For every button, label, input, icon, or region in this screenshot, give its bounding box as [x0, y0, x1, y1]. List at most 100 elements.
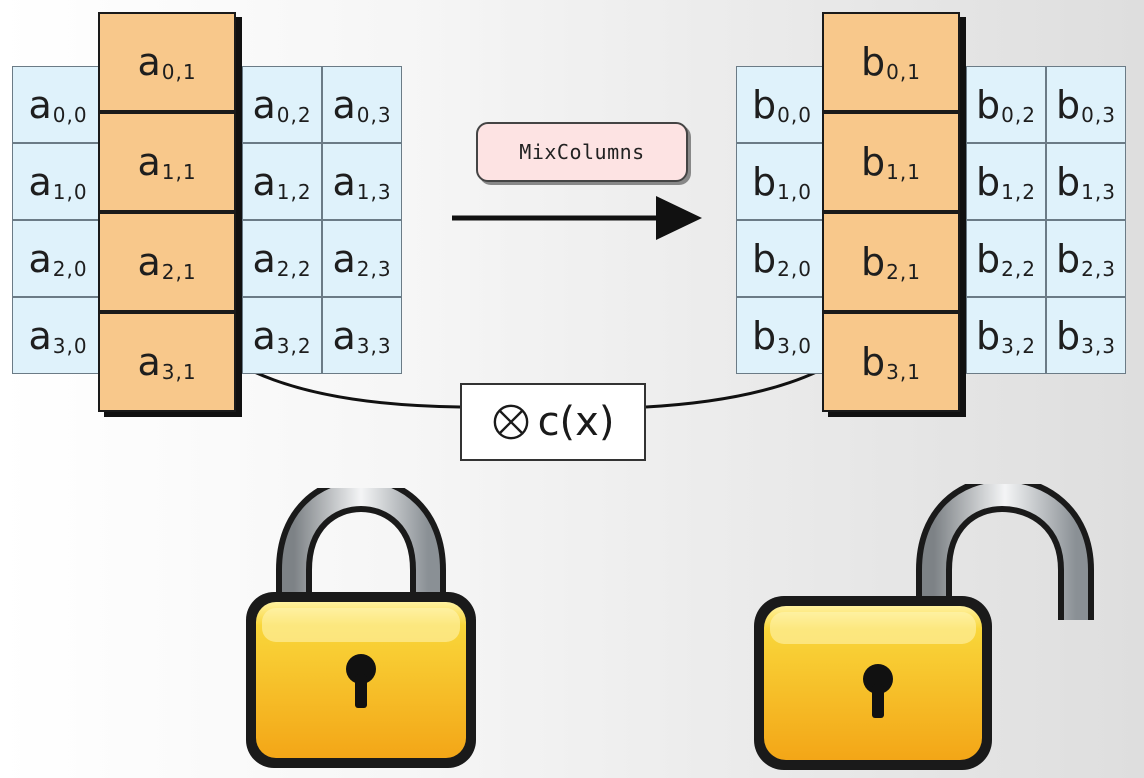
cell-subscript: 2,2 — [276, 256, 312, 281]
cell-subscript: 0,2 — [1001, 102, 1036, 127]
cell-base: a — [28, 236, 52, 281]
cell-subscript: 1,2 — [1001, 179, 1036, 204]
cell-subscript: 1,0 — [777, 179, 812, 204]
cell-base: a — [137, 40, 161, 84]
cell-subscript: 3,3 — [356, 333, 392, 358]
cell-subscript: 1,1 — [886, 160, 921, 184]
mixcolumns-label: MixColumns — [476, 122, 688, 182]
cell-base: b — [976, 82, 1001, 127]
cell-base: a — [332, 313, 356, 358]
cell-subscript: 0,2 — [276, 102, 312, 127]
cell-subscript: 2,0 — [777, 256, 812, 281]
cell-base: a — [332, 82, 356, 127]
cell-base: b — [1056, 236, 1081, 281]
cell-base: b — [861, 140, 886, 184]
cell-subscript: 0,3 — [1081, 102, 1116, 127]
cell-subscript: 2,3 — [356, 256, 392, 281]
cell-base: b — [752, 313, 777, 358]
cell-base: b — [1056, 159, 1081, 204]
polynomial-multiplier-box: c(x) — [460, 383, 646, 461]
cell-base: a — [332, 236, 356, 281]
cell-base: a — [252, 313, 276, 358]
circled-times-icon — [493, 404, 528, 440]
cell-base: a — [28, 82, 52, 127]
cell-base: a — [252, 159, 276, 204]
cell-base: b — [861, 340, 886, 384]
unlocked-padlock-icon — [754, 484, 1094, 770]
mixcolumns-text: MixColumns — [519, 140, 645, 164]
cell-base: a — [28, 159, 52, 204]
cell-base: b — [861, 240, 886, 284]
cell-subscript: 3,0 — [52, 333, 88, 358]
cell-subscript: 3,0 — [777, 333, 812, 358]
cell-base: b — [752, 159, 777, 204]
cell-subscript: 1,3 — [356, 179, 392, 204]
locked-padlock-icon — [246, 488, 476, 768]
multiplier-text: c(x) — [537, 399, 615, 445]
cell-subscript: 1,1 — [161, 160, 197, 184]
cell-subscript: 3,2 — [276, 333, 312, 358]
cell-subscript: 2,0 — [52, 256, 88, 281]
cell-base: b — [752, 82, 777, 127]
cell-subscript: 2,1 — [161, 260, 197, 284]
cell-subscript: 2,1 — [886, 260, 921, 284]
cell-base: a — [137, 240, 161, 284]
cell-subscript: 0,0 — [777, 102, 812, 127]
cell-subscript: 0,3 — [356, 102, 392, 127]
cell-subscript: 2,3 — [1081, 256, 1116, 281]
cell-base: b — [976, 159, 1001, 204]
cell-base: b — [752, 236, 777, 281]
cell-subscript: 3,2 — [1001, 333, 1036, 358]
cell-subscript: 0,0 — [52, 102, 88, 127]
cell-base: a — [332, 159, 356, 204]
cell-base: b — [1056, 82, 1081, 127]
cell-base: a — [137, 340, 161, 384]
cell-base: b — [976, 236, 1001, 281]
cell-base: a — [137, 140, 161, 184]
cell-subscript: 3,1 — [886, 360, 921, 384]
cell-subscript: 1,2 — [276, 179, 312, 204]
cell-subscript: 3,1 — [161, 360, 197, 384]
cell-subscript: 1,3 — [1081, 179, 1116, 204]
cell-subscript: 3,3 — [1081, 333, 1116, 358]
cell-base: a — [252, 82, 276, 127]
cell-subscript: 0,1 — [886, 60, 921, 84]
cell-base: b — [861, 40, 886, 84]
cell-subscript: 2,2 — [1001, 256, 1036, 281]
cell-base: a — [252, 236, 276, 281]
transform-arrow-head — [656, 196, 702, 240]
cell-base: b — [976, 313, 1001, 358]
cell-subscript: 0,1 — [161, 60, 197, 84]
